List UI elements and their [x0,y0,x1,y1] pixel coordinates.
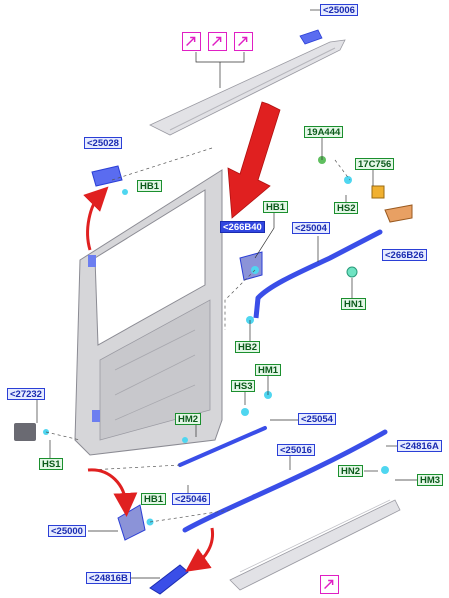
door-hinge-marker [88,255,96,267]
leader-lines [45,147,351,523]
arrow-expand-icon[interactable] [234,32,253,51]
end-cap-part-24816B [149,564,189,595]
part-label-25000[interactable]: <25000 [48,525,86,537]
part-label-hm1[interactable]: HM1 [255,364,282,376]
sliding-door-panel [74,169,223,456]
label-leaders [36,9,417,579]
part-label-266B26[interactable]: <266B26 [382,249,427,261]
part-label-hb1[interactable]: HB1 [141,493,167,505]
part-label-hb1[interactable]: HB1 [263,201,289,213]
part-label-17C756[interactable]: 17C756 [355,158,395,170]
part-label-hm2[interactable]: HM2 [175,413,202,425]
part-label-hn1[interactable]: HN1 [341,298,367,310]
lower-roller-part-25000 [117,504,154,541]
arrow-expand-icon[interactable] [182,32,201,51]
part-label-hs3[interactable]: HS3 [231,380,256,392]
part-label-25046[interactable]: <25046 [172,493,210,505]
part-label-hs2[interactable]: HS2 [334,202,359,214]
part-label-24816B[interactable]: <24816B [86,572,131,584]
part-label-hb2[interactable]: HB2 [235,341,261,353]
part-label-266B40[interactable]: <266B40 [220,221,265,233]
arrow-expand-icon[interactable] [208,32,227,51]
part-label-hb1[interactable]: HB1 [137,180,163,192]
part-label-25006[interactable]: <25006 [320,4,358,16]
roof-rail-part [149,29,346,136]
red-pointer-arrow-icon [227,101,281,219]
arrow-expand-icon[interactable] [320,575,339,594]
part-label-hm3[interactable]: HM3 [417,474,444,486]
sill-panel-part [229,499,401,591]
part-label-27232[interactable]: <27232 [7,388,45,400]
bumper-part-27232 [14,423,49,441]
upper-roller-part [91,165,128,195]
center-rail-part-25004 [246,156,413,324]
part-label-25016[interactable]: <25016 [277,444,315,456]
door-hinge-marker [92,410,100,422]
part-label-24816A[interactable]: <24816A [397,440,442,452]
part-label-25004[interactable]: <25004 [292,222,330,234]
part-label-hs1[interactable]: HS1 [39,458,64,470]
lower-rail-part-25016 [178,391,389,533]
part-label-25054[interactable]: <25054 [298,413,336,425]
part-label-19A444[interactable]: 19A444 [304,126,344,138]
latch-part-266B40 [239,251,263,281]
track-end-part-25006 [299,29,323,45]
part-label-25028[interactable]: <25028 [84,137,122,149]
red-callout-arrows [83,186,215,572]
part-label-hn2[interactable]: HN2 [338,465,364,477]
